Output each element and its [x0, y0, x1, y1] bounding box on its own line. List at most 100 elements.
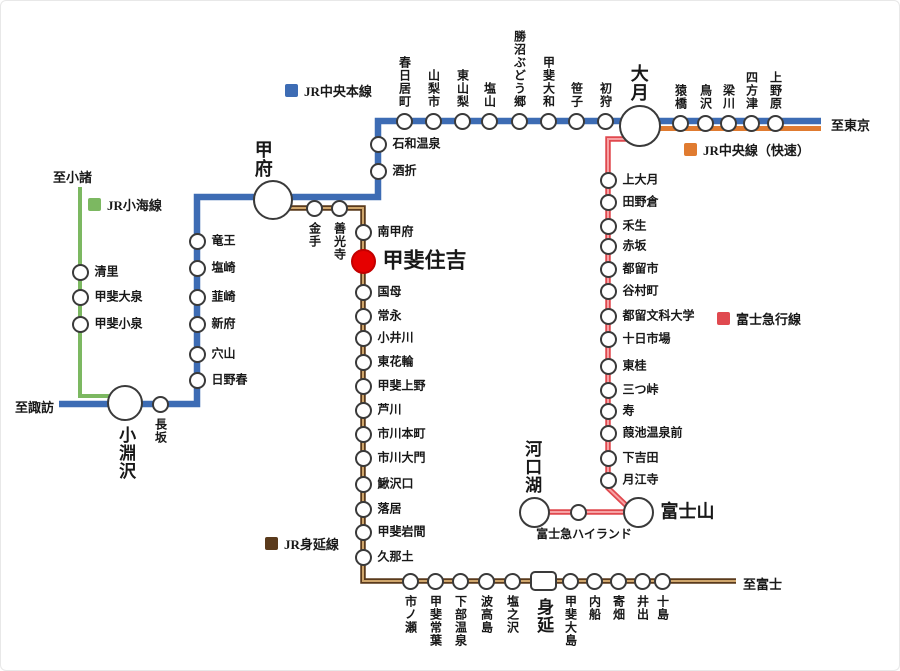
station-label: 東桂 — [622, 358, 647, 373]
station-node — [401, 572, 419, 590]
station-node — [477, 572, 495, 590]
station-node — [188, 232, 206, 250]
station-label: 梁川 — [721, 83, 736, 110]
station-label: 身延 — [534, 598, 554, 634]
station-label: 赤坂 — [622, 238, 647, 253]
station-label: 三つ峠 — [622, 382, 659, 397]
station-node — [354, 377, 372, 395]
station-label: 波高島 — [479, 594, 494, 634]
station-label: 甲斐大和 — [541, 55, 556, 108]
station-label: 富士急ハイランド — [536, 526, 632, 541]
station-label: 竜王 — [211, 233, 236, 248]
station-label: 芦川 — [377, 402, 402, 417]
legend-jr-chuo-main: JR中央本線 — [285, 81, 372, 100]
station-label: 塩山 — [482, 81, 497, 108]
station-label: 久那土 — [377, 549, 414, 564]
station-node — [529, 571, 557, 591]
station-label: 大月 — [628, 64, 649, 102]
legend-color-swatch — [285, 84, 298, 97]
station-label: 南甲府 — [377, 224, 414, 239]
station-label: 河口湖 — [522, 440, 542, 494]
station-node — [354, 548, 372, 566]
station-node — [599, 357, 617, 375]
station-label: 長坂 — [153, 417, 168, 444]
station-node — [451, 572, 469, 590]
station-label: 市川大門 — [377, 450, 426, 465]
legend-color-swatch — [265, 537, 278, 550]
station-label: 禾生 — [622, 218, 647, 233]
station-node — [253, 180, 293, 220]
station-label: 甲斐岩間 — [377, 524, 426, 539]
station-node — [305, 199, 323, 217]
station-label: 東花輪 — [377, 354, 414, 369]
station-node — [622, 496, 654, 528]
station-label: 甲斐住吉 — [382, 248, 467, 273]
station-node — [719, 114, 737, 132]
station-node — [671, 114, 689, 132]
legend-label: JR中央本線 — [304, 84, 372, 99]
station-node — [619, 105, 661, 147]
station-node — [188, 315, 206, 333]
station-label: 上大月 — [622, 172, 659, 187]
station-label: 塩崎 — [211, 260, 236, 275]
station-node — [480, 112, 498, 130]
jr-minobu-line — [279, 205, 736, 584]
station-label: 鰍沢口 — [377, 476, 414, 491]
station-node — [395, 112, 413, 130]
station-label: 井出 — [635, 594, 650, 621]
endpoint-label: 至小諸 — [53, 170, 93, 185]
legend-fujikyu: 富士急行線 — [717, 309, 801, 328]
station-node — [354, 223, 372, 241]
station-label: 市ノ瀬 — [403, 594, 418, 634]
station-node — [585, 572, 603, 590]
station-label: 山梨市 — [426, 68, 441, 108]
station-label: 新府 — [211, 316, 236, 331]
station-label: 月江寺 — [622, 472, 659, 487]
station-node — [354, 353, 372, 371]
jr-koumi-line — [78, 187, 110, 398]
legend-jr-chuo-rapid: JR中央線（快速） — [684, 140, 810, 159]
station-node — [596, 112, 614, 130]
station-node — [599, 282, 617, 300]
highlighted-station-node — [350, 248, 376, 274]
station-label: 常永 — [377, 308, 402, 323]
station-label: 初狩 — [598, 81, 613, 108]
station-label: 田野倉 — [622, 194, 659, 209]
legend-jr-koumi: JR小海線 — [88, 195, 162, 214]
legend-color-swatch — [88, 198, 101, 211]
legend-jr-minobu: JR身延線 — [265, 534, 339, 553]
station-node — [354, 500, 372, 518]
station-label: 笹子 — [569, 81, 584, 108]
station-node — [742, 114, 760, 132]
station-node — [599, 424, 617, 442]
station-node — [599, 471, 617, 489]
station-label: 酒折 — [392, 163, 417, 178]
endpoint-label: 至諏訪 — [15, 400, 55, 415]
station-node — [71, 315, 89, 333]
station-node — [539, 112, 557, 130]
station-label: 葭池温泉前 — [622, 425, 683, 440]
station-node — [188, 345, 206, 363]
station-label: 市川本町 — [377, 426, 426, 441]
station-label: 鳥沢 — [698, 83, 713, 110]
station-node — [354, 449, 372, 467]
station-label: 善光寺 — [332, 221, 347, 261]
station-label: 下吉田 — [622, 450, 659, 465]
station-node — [599, 260, 617, 278]
station-label: 春日居町 — [397, 55, 412, 108]
station-node — [561, 572, 579, 590]
legend-label: JR中央線（快速） — [703, 143, 810, 158]
station-node — [518, 496, 550, 528]
station-label: 寿 — [622, 403, 635, 418]
station-node — [71, 288, 89, 306]
station-label: 都留市 — [622, 261, 659, 276]
station-node — [766, 114, 784, 132]
station-label: 富士山 — [660, 501, 715, 522]
station-node — [599, 307, 617, 325]
station-label: 甲斐常葉 — [428, 594, 443, 647]
station-label: 甲斐上野 — [377, 378, 426, 393]
station-node — [599, 237, 617, 255]
station-node — [599, 171, 617, 189]
station-label: 十島 — [655, 594, 670, 621]
